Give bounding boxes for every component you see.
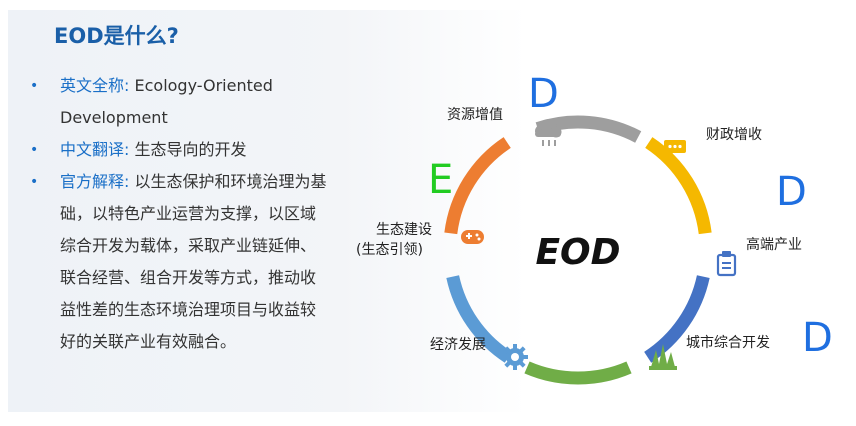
cycle-ring: EOD xyxy=(444,115,737,385)
letter-e: E xyxy=(428,157,454,203)
ring-segment-blue xyxy=(644,275,710,363)
bullet-key: 官方解释 xyxy=(60,172,125,191)
bullet-key: 英文全称 xyxy=(60,76,125,95)
cloud-icon xyxy=(535,119,562,146)
label-urban-development: 城市综合开发 xyxy=(686,335,770,351)
bullet-text: 生态导向的开发 xyxy=(129,140,247,159)
list-item: • 中文翻译: 生态导向的开发 xyxy=(30,134,330,166)
label-resource-value: 资源增值 xyxy=(447,107,503,123)
gear-icon xyxy=(502,344,528,370)
letter-d-bottom: D xyxy=(802,315,833,361)
bullet-key: 中文翻译 xyxy=(60,140,125,159)
label-fiscal-revenue: 财政增收 xyxy=(706,127,762,143)
gamepad-icon xyxy=(461,230,484,244)
bullet-text: 以生态保护和环境治理为基础，以特色产业运营为支撑，以区域综合开发为载体，采取产业… xyxy=(60,172,327,351)
letter-d-top: D xyxy=(528,71,559,117)
bullet-separator: : xyxy=(124,76,130,95)
label-eco-leading: (生态引领) xyxy=(356,242,423,258)
bullet-dot: • xyxy=(30,174,39,190)
bullet-separator: : xyxy=(124,140,130,159)
ring-segment-lightblue xyxy=(446,275,512,363)
list-item: • 英文全称: Ecology-Oriented Development xyxy=(30,70,330,134)
bullet-separator: : xyxy=(124,172,130,191)
center-label: EOD xyxy=(535,232,620,273)
page-title: EOD是什么? xyxy=(54,24,179,48)
label-high-end-industry: 高端产业 xyxy=(746,237,802,253)
eod-cycle-diagram: EOD xyxy=(340,60,840,410)
label-economic-development: 经济发展 xyxy=(430,337,486,353)
definition-list: • 英文全称: Ecology-Oriented Development • 中… xyxy=(30,70,330,358)
ring-segment-yellow xyxy=(645,137,712,235)
ring-segment-orange xyxy=(444,137,511,235)
bullet-dot: • xyxy=(30,78,39,94)
label-eco-construction: 生态建设 xyxy=(376,222,432,238)
bullet-dot: • xyxy=(30,142,39,158)
clipboard-icon xyxy=(716,251,737,277)
ring-segment-green xyxy=(524,361,632,385)
letter-d-right: D xyxy=(776,169,807,215)
grass-icon xyxy=(649,344,677,370)
list-item: • 官方解释: 以生态保护和环境治理为基础，以特色产业运营为支撑，以区域综合开发… xyxy=(30,166,330,358)
chat-icon xyxy=(664,140,686,159)
bullet-text: Ecology-Oriented Development xyxy=(60,76,273,127)
